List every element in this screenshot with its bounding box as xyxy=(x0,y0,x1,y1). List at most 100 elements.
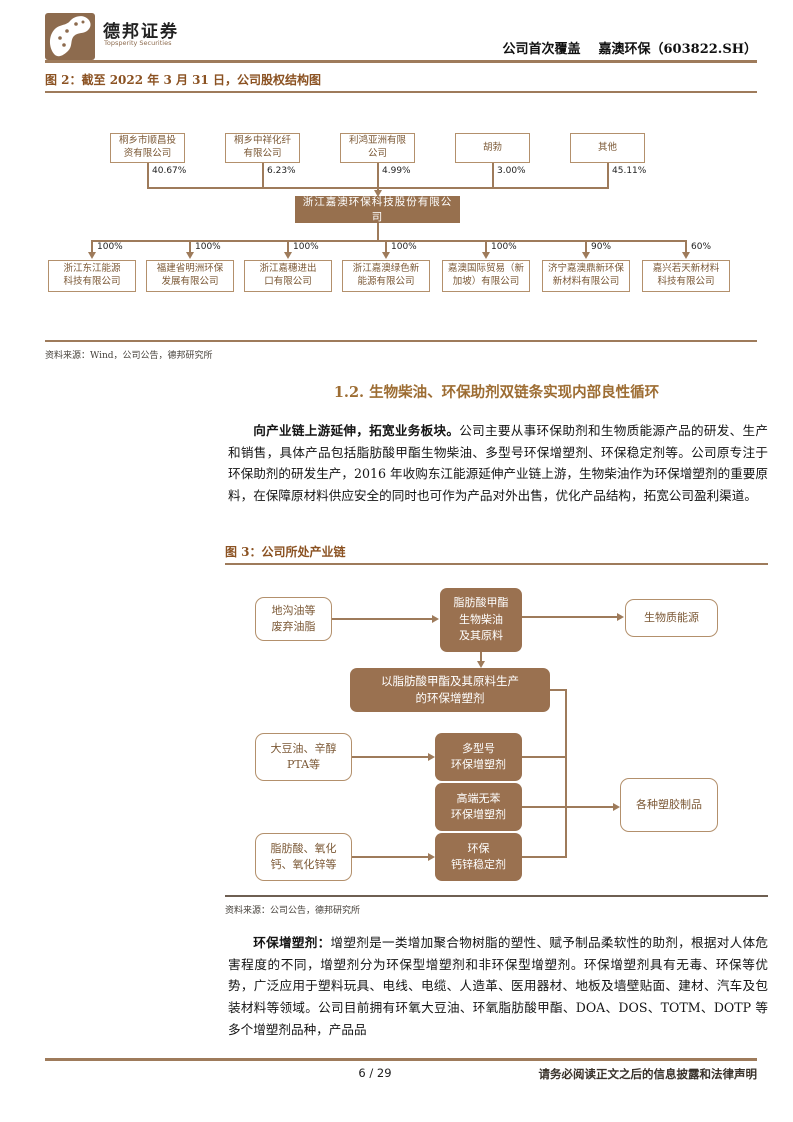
connector-line xyxy=(492,163,494,189)
connector-line xyxy=(352,856,428,858)
arrow-down-icon xyxy=(382,252,390,259)
topsperity-logo-icon xyxy=(45,13,95,60)
chain-node-biomass-energy: 生物质能源 xyxy=(625,599,718,637)
shareholder-box: 桐乡中祥化纤 有限公司 xyxy=(225,133,300,163)
connector-line xyxy=(685,240,687,253)
ownership-pct: 4.99% xyxy=(382,166,411,176)
figure3-title: 图 3：公司所处产业链 xyxy=(225,545,346,559)
arrow-right-icon xyxy=(432,614,439,623)
connector-line xyxy=(352,756,428,758)
chain-node-fatty-acid: 脂肪酸、氧化 钙、氧化锌等 xyxy=(255,833,352,881)
chain-node-biodiesel: 脂肪酸甲酯 生物柴油 及其原料 xyxy=(440,588,522,652)
ownership-pct: 100% xyxy=(293,242,319,252)
arrow-down-icon xyxy=(186,252,194,259)
connector-line xyxy=(262,163,264,189)
brand-name-cn: 德邦证券 xyxy=(103,22,179,42)
subsidiary-box: 浙江嘉穗进出 口有限公司 xyxy=(244,260,332,292)
chain-node-plastic-products: 各种塑胶制品 xyxy=(620,778,718,832)
arrow-right-icon xyxy=(613,802,620,811)
connector-line xyxy=(567,806,613,808)
connector-line xyxy=(607,163,609,189)
arrow-right-icon xyxy=(428,752,435,761)
ownership-pct: 60% xyxy=(691,242,712,252)
connector-line xyxy=(480,652,482,662)
connector-line xyxy=(522,756,565,758)
connector-line xyxy=(91,240,93,253)
connector-line xyxy=(522,856,567,858)
connector-line xyxy=(550,689,567,691)
figure2-source: 资料来源：Wind，公司公告，德邦研究所 xyxy=(45,351,213,361)
footer-disclaimer: 请务必阅读正文之后的信息披露和法律声明 xyxy=(538,1067,758,1081)
connector-line xyxy=(377,223,379,240)
shareholder-box: 其他 xyxy=(570,133,645,163)
figure2-title-divider xyxy=(45,91,757,93)
chain-node-benzene-free-plasticizer: 高端无苯 环保增塑剂 xyxy=(435,783,522,831)
connector-line xyxy=(522,806,565,808)
connector-line xyxy=(91,240,687,242)
ownership-pct: 100% xyxy=(97,242,123,252)
ownership-pct: 45.11% xyxy=(612,166,647,176)
ownership-pct: 90% xyxy=(591,242,612,252)
connector-line xyxy=(585,240,587,253)
paragraph-2: 环保增塑剂：增塑剂是一类增加聚合物树脂的塑性、赋予制品柔软性的助剂，根据对人体危… xyxy=(228,932,768,1040)
subsidiary-box: 福建省明洲环保 发展有限公司 xyxy=(146,260,234,292)
connector-line xyxy=(485,240,487,253)
figure3-source: 资料来源：公司公告，德邦研究所 xyxy=(225,906,361,916)
subsidiary-box: 嘉澳国际贸易（新 加坡）有限公司 xyxy=(442,260,530,292)
connector-line xyxy=(377,187,379,191)
connector-line xyxy=(332,618,433,620)
ownership-pct: 100% xyxy=(491,242,517,252)
subsidiary-box: 浙江东江能源 科技有限公司 xyxy=(48,260,136,292)
chain-node-waste-oil: 地沟油等 废弃油脂 xyxy=(255,597,332,641)
brand-name-en: Topsperity Securities xyxy=(104,39,172,47)
connector-line xyxy=(287,240,289,253)
paragraph-1-lead: 向产业链上游延伸，拓宽业务板块。 xyxy=(253,423,460,438)
ownership-pct: 40.67% xyxy=(152,166,187,176)
arrow-right-icon xyxy=(617,612,624,621)
arrow-down-icon xyxy=(682,252,690,259)
connector-line xyxy=(522,616,618,618)
header-divider xyxy=(45,60,757,63)
subsidiary-box: 浙江嘉澳绿色新 能源有限公司 xyxy=(342,260,430,292)
ownership-pct: 100% xyxy=(195,242,221,252)
ownership-pct: 100% xyxy=(391,242,417,252)
connector-line xyxy=(189,240,191,253)
paragraph-1-body: 公司主要从事环保助剂和生物质能源产品的研发、生产和销售，具体产品包括脂肪酸甲酯生… xyxy=(228,423,769,503)
footer-divider xyxy=(45,1058,757,1061)
figure2-title: 图 2：截至 2022 年 3 月 31 日，公司股权结构图 xyxy=(45,73,322,87)
shareholder-box: 桐乡市顺昌投 资有限公司 xyxy=(110,133,185,163)
arrow-down-icon xyxy=(482,252,490,259)
ownership-pct: 3.00% xyxy=(497,166,526,176)
subsidiary-box: 济宁嘉澳鼎新环保 新材料有限公司 xyxy=(542,260,630,292)
connector-line xyxy=(147,163,149,189)
figure3-industry-chain: 地沟油等 废弃油脂 脂肪酸甲酯 生物柴油 及其原料 生物质能源 以脂肪酸甲酯及其… xyxy=(225,570,768,892)
figure2-org-chart: 桐乡市顺昌投 资有限公司 桐乡中祥化纤 有限公司 利鸿亚洲有限 公司 胡勃 其他… xyxy=(45,100,757,340)
parent-company-box: 浙江嘉澳环保科技股份有限公司 xyxy=(295,196,460,223)
connector-line xyxy=(565,689,567,858)
chain-node-ca-zn-stabilizer: 环保 钙锌稳定剂 xyxy=(435,833,522,881)
chain-node-soybean-oil: 大豆油、辛醇 PTA等 xyxy=(255,733,352,781)
arrow-down-icon xyxy=(374,190,382,197)
figure3-title-divider xyxy=(225,563,768,565)
header-report-line: 公司首次覆盖 嘉澳环保（603822.SH） xyxy=(503,38,758,57)
ownership-pct: 6.23% xyxy=(267,166,296,176)
report-type-label: 公司首次覆盖 xyxy=(502,42,581,57)
connector-line xyxy=(385,240,387,253)
shareholder-box: 胡勃 xyxy=(455,133,530,163)
subsidiary-box: 嘉兴若天新材料 科技有限公司 xyxy=(642,260,730,292)
company-code-label: 嘉澳环保（603822.SH） xyxy=(598,42,757,57)
page-number: 6 / 29 xyxy=(358,1066,392,1080)
figure2-bottom-divider xyxy=(45,340,757,342)
section-heading: 1.2. 生物柴油、环保助剂双链条实现内部良性循环 xyxy=(333,384,660,401)
arrow-down-icon xyxy=(477,661,485,668)
paragraph-2-lead: 环保增塑剂： xyxy=(253,935,331,950)
paragraph-2-body: 增塑剂是一类增加聚合物树脂的塑性、赋予制品柔软性的助剂，根据对人体危害程度的不同… xyxy=(228,935,769,1037)
figure3-bottom-divider xyxy=(225,895,768,897)
paragraph-1: 向产业链上游延伸，拓宽业务板块。公司主要从事环保助剂和生物质能源产品的研发、生产… xyxy=(228,420,768,507)
chain-node-multi-type-plasticizer: 多型号 环保增塑剂 xyxy=(435,733,522,781)
arrow-down-icon xyxy=(582,252,590,259)
chain-node-plasticizer-production: 以脂肪酸甲酯及其原料生产 的环保增塑剂 xyxy=(350,668,550,712)
shareholder-box: 利鸿亚洲有限 公司 xyxy=(340,133,415,163)
arrow-down-icon xyxy=(88,252,96,259)
